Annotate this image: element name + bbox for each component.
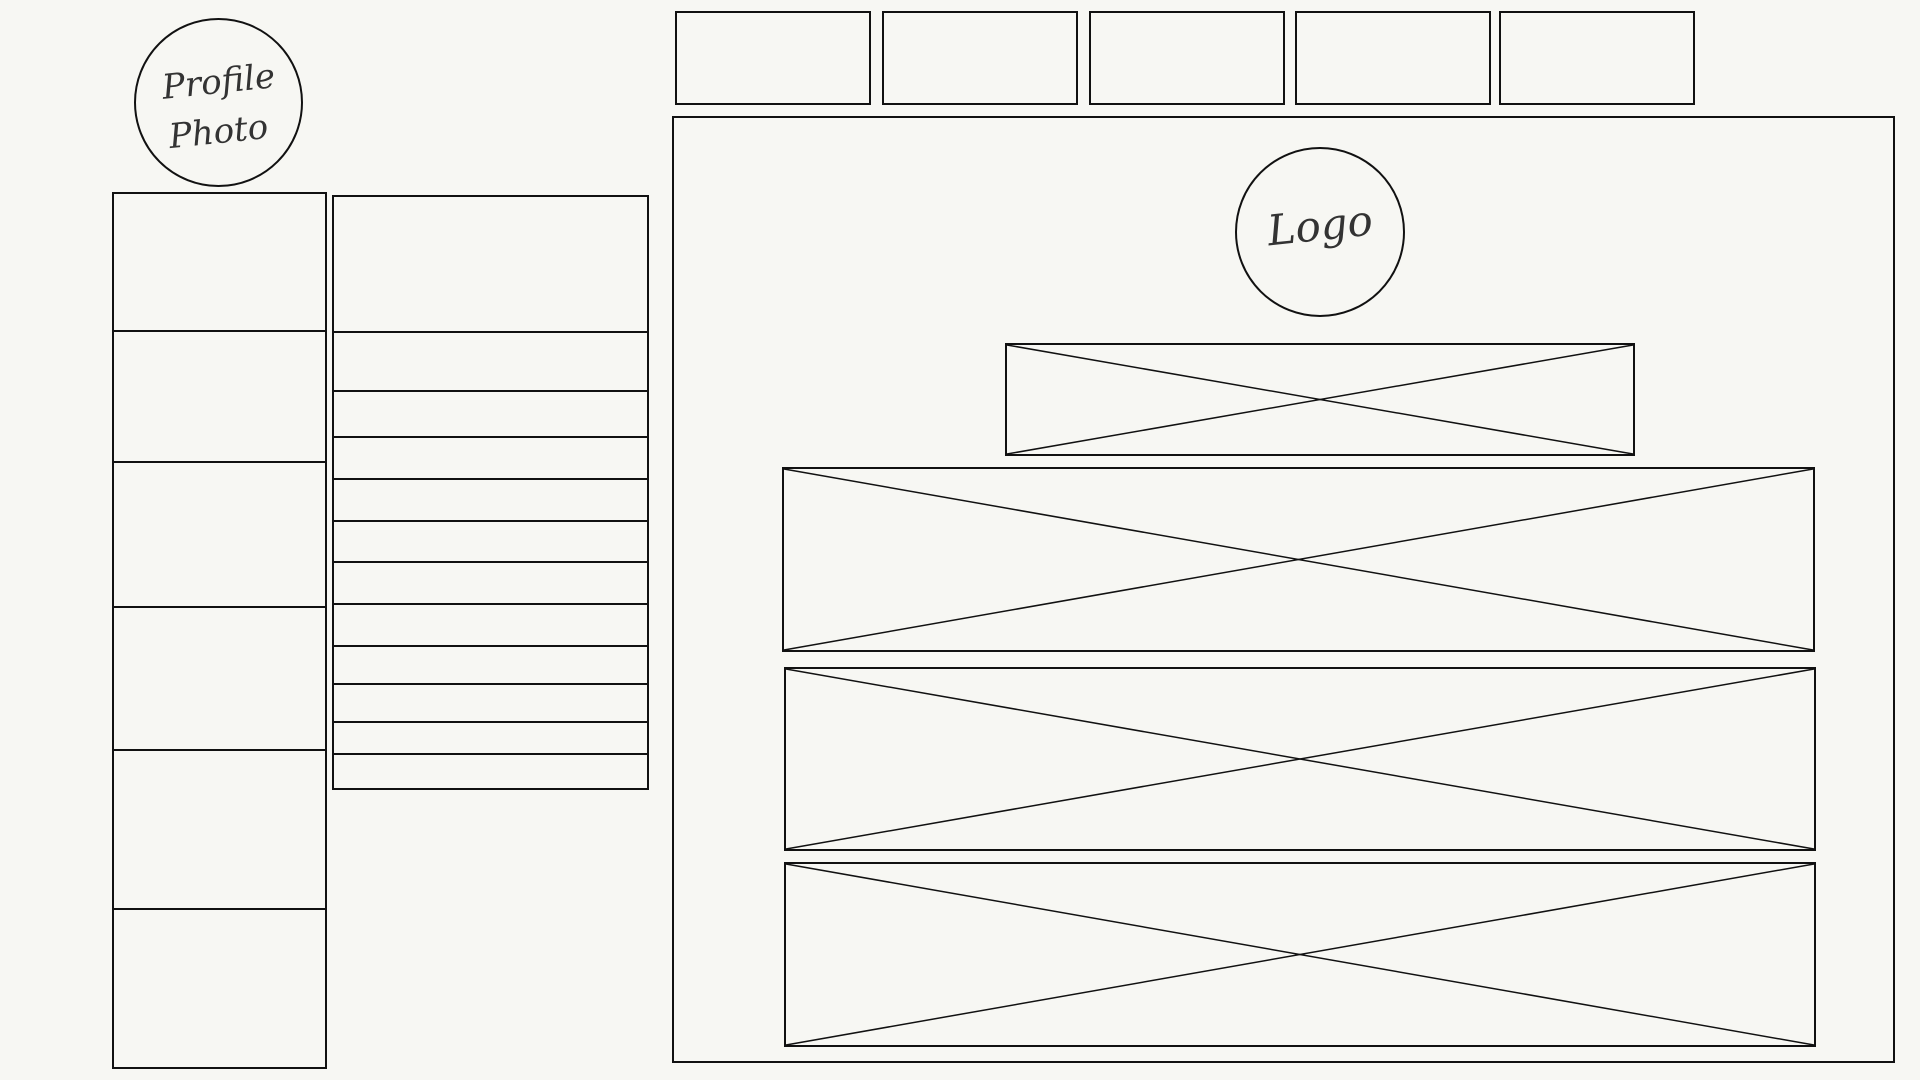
placeholder-cross-icon — [786, 864, 1814, 1045]
nav-tab-3[interactable] — [1089, 11, 1285, 105]
sidebar-column-1-row[interactable] — [114, 606, 325, 608]
placeholder-cross-icon — [784, 469, 1813, 650]
profile-photo-label-line1: Profile — [160, 56, 277, 108]
sidebar-column-2-row[interactable] — [334, 436, 647, 438]
hero-image-placeholder-3 — [784, 862, 1816, 1047]
hero-image-placeholder-1 — [782, 467, 1815, 652]
main-content-frame — [672, 116, 1895, 1063]
sidebar-column-2-row[interactable] — [334, 561, 647, 563]
hero-image-placeholder-2 — [784, 667, 1816, 851]
sidebar-column-1-row[interactable] — [114, 749, 325, 751]
nav-tab-5[interactable] — [1499, 11, 1695, 105]
nav-tab-4[interactable] — [1295, 11, 1491, 105]
nav-tab-1[interactable] — [675, 11, 871, 105]
logo-label: Logo — [1265, 195, 1375, 256]
sidebar-column-2-row[interactable] — [334, 683, 647, 685]
logo-banner-placeholder — [1005, 343, 1635, 456]
nav-tab-2[interactable] — [882, 11, 1078, 105]
profile-photo-label-line2: Photo — [166, 106, 271, 158]
placeholder-cross-icon — [1007, 345, 1633, 454]
sidebar-column-1 — [112, 192, 327, 1069]
sidebar-column-2-row[interactable] — [334, 645, 647, 647]
placeholder-cross-icon — [786, 669, 1814, 849]
logo[interactable]: Logo — [1235, 147, 1405, 317]
sidebar-column-1-row[interactable] — [114, 461, 325, 463]
sidebar-column-2-row[interactable] — [334, 390, 647, 392]
sidebar-column-2-row[interactable] — [334, 603, 647, 605]
sidebar-column-2-row[interactable] — [334, 721, 647, 723]
sidebar-column-2 — [332, 195, 649, 790]
sidebar-column-2-row[interactable] — [334, 331, 647, 333]
sidebar-column-1-row[interactable] — [114, 908, 325, 910]
profile-photo[interactable]: Profile Photo — [134, 18, 303, 187]
sidebar-column-2-row[interactable] — [334, 753, 647, 755]
sidebar-column-2-row[interactable] — [334, 520, 647, 522]
sidebar-column-2-row[interactable] — [334, 478, 647, 480]
sidebar-column-1-row[interactable] — [114, 330, 325, 332]
